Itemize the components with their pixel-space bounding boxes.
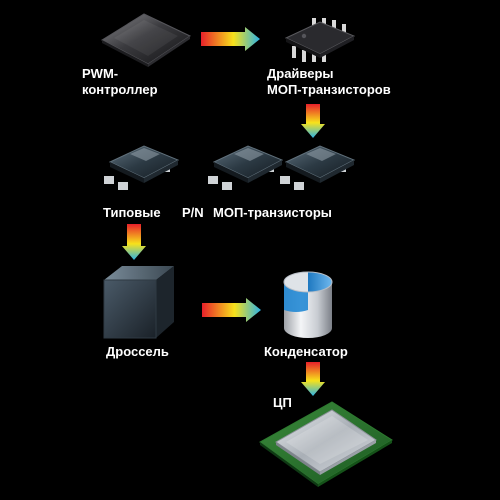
mosfet-typical-icon: [104, 145, 180, 190]
pwm-label-line1: PWM-: [82, 66, 119, 81]
flow-arrow-icon: [301, 104, 325, 138]
mosfet-pn-icon: [208, 145, 284, 190]
cpu-label: ЦП: [273, 395, 292, 410]
pwm-label-line2: контроллер: [82, 82, 158, 97]
mosfet-pn-icon: [280, 145, 356, 190]
flow-arrow-icon: [301, 362, 325, 396]
pwm-controller-chip-icon: [100, 13, 192, 67]
mosfets-label: МОП-транзисторы: [213, 205, 332, 220]
driver-label-line1: Драйверы: [267, 66, 334, 81]
pn-label: P/N: [182, 205, 204, 220]
choke-label: Дроссель: [106, 344, 169, 359]
driver-label-line2: МОП-транзисторов: [267, 82, 391, 97]
mosfet-driver-chip-icon: [284, 18, 356, 62]
choke-inductor-icon: [103, 266, 174, 339]
capacitor-label: Конденсатор: [264, 344, 348, 359]
flow-arrow-icon: [202, 298, 261, 322]
flow-arrow-icon: [201, 27, 260, 51]
flow-arrow-icon: [122, 224, 146, 260]
cpu-processor-icon: [259, 401, 393, 487]
capacitor-icon: [283, 271, 333, 338]
typical-label: Типовые: [103, 205, 161, 220]
